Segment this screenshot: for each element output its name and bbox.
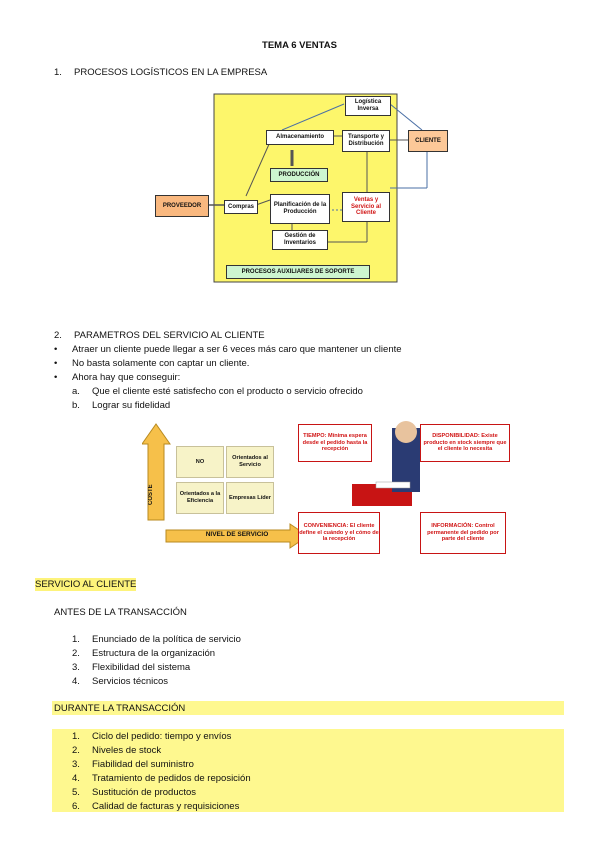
paper (375, 481, 411, 489)
main-yellow-panel (213, 93, 398, 283)
section2-number: 2. (54, 330, 62, 341)
durante-item: 3.Fiabilidad del suministro (72, 759, 194, 770)
compras-box: Compras (224, 200, 258, 214)
section1-heading: 1. PROCESOS LOGÍSTICOS EN LA EMPRESA (54, 67, 267, 78)
sub-item: a.Que el cliente esté satisfecho con el … (72, 386, 363, 397)
bullet-item: •No basta solamente con captar un client… (54, 358, 250, 369)
antes-item: 1.Enunciado de la política de servicio (72, 634, 241, 645)
conveniencia-box: CONVENIENCIA: El cliente define el cuánd… (298, 512, 380, 554)
bullet-item: •Ahora hay que conseguir: (54, 372, 181, 383)
quadrant-lider: Empresas Líder (226, 482, 274, 514)
durante-item: 5.Sustitución de productos (72, 787, 197, 798)
durante-item: 1.Ciclo del pedido: tiempo y envíos (72, 731, 232, 742)
informacion-box: INFORMACIÓN: Control permanente del pedi… (420, 512, 506, 554)
quadrant-servicio: Orientados al Servicio (226, 446, 274, 478)
quadrant-no: NO (176, 446, 224, 478)
section2-title: PARAMETROS DEL SERVICIO AL CLIENTE (74, 330, 265, 341)
durante-heading-bg (52, 701, 564, 715)
disponibilidad-box: DISPONIBILIDAD: Existe producto en stock… (420, 424, 510, 462)
section1-number: 1. (54, 67, 62, 78)
durante-heading: DURANTE LA TRANSACCIÓN (54, 703, 186, 714)
quadrant-eficiencia: Orientados a la Eficiencia (176, 482, 224, 514)
service-cost-arrows (142, 421, 420, 549)
arrow-compras-plan (255, 199, 271, 206)
person-head (395, 421, 417, 443)
antes-heading: ANTES DE LA TRANSACCIÓN (54, 607, 187, 618)
proveedor-box: PROVEEDOR (155, 195, 209, 217)
durante-item: 2.Niveles de stock (72, 745, 162, 756)
line-logistica-almac (281, 103, 345, 131)
planificacion-box: Planificación de la Producción (270, 194, 330, 224)
cliente-box: CLIENTE (408, 130, 448, 152)
antes-item: 3.Flexibilidad del sistema (72, 662, 191, 673)
ventas-box: Ventas y Servicio al Cliente (342, 192, 390, 222)
tiempo-box: TIEMPO: Mínima espera desde el pedido ha… (298, 424, 372, 462)
logistics-diagram: Logística Inversa Almacenamiento Transpo… (152, 92, 452, 292)
line-logistica-cliente (389, 103, 423, 131)
logistics-diagram-lines (207, 93, 428, 283)
page-title: TEMA 6 VENTAS (262, 40, 337, 51)
arrow-compras-almac (245, 141, 271, 197)
servicio-heading: SERVICIO AL CLIENTE (35, 578, 137, 591)
logistica-inversa-box: Logística Inversa (345, 96, 391, 116)
service-axis-label: NIVEL DE SERVICIO (205, 531, 269, 538)
antes-item: 2.Estructura de la organización (72, 648, 216, 659)
produccion-box: PRODUCCIÓN (270, 168, 328, 182)
section2-heading: 2. PARAMETROS DEL SERVICIO AL CLIENTE (54, 330, 265, 341)
auxiliares-box: PROCESOS AUXILIARES DE SOPORTE (226, 265, 370, 279)
sub-item: b.Lograr su fidelidad (72, 400, 171, 411)
antes-item: 4.Servicios técnicos (72, 676, 169, 687)
almacenamiento-box: Almacenamiento (266, 130, 334, 145)
service-cost-diagram: COSTE NIVEL DE SERVICIO NO Orientados al… (142, 420, 524, 560)
cost-axis-label: COSTE (148, 484, 154, 506)
transporte-box: Transporte y Distribución (342, 130, 390, 152)
durante-item: 6.Calidad de facturas y requisiciones (72, 801, 240, 812)
gestion-box: Gestión de Inventarios (272, 230, 328, 250)
section1-title: PROCESOS LOGÍSTICOS EN LA EMPRESA (74, 67, 268, 78)
cost-arrow (142, 423, 171, 521)
bullet-item: •Atraer un cliente puede llegar a ser 6 … (54, 344, 402, 355)
durante-item: 4.Tratamiento de pedidos de reposición (72, 773, 251, 784)
durante-list-bg (52, 729, 564, 812)
